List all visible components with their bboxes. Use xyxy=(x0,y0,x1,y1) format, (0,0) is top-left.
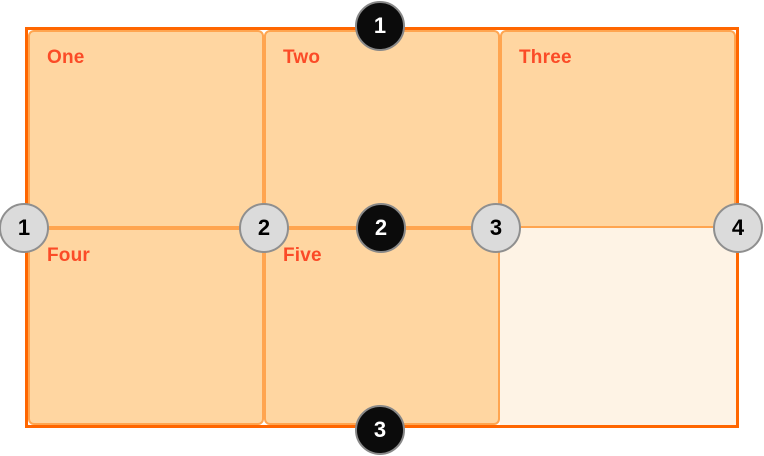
cell-label-four: Four xyxy=(47,244,91,266)
row-line-badge-2: 2 xyxy=(356,203,406,253)
grid-cell-three: Three xyxy=(500,30,736,228)
column-line-badge-2: 2 xyxy=(239,203,289,253)
column-line-badge-4: 4 xyxy=(713,203,763,253)
column-line-badge-3: 3 xyxy=(471,203,521,253)
grid-cell-four: Four xyxy=(28,227,264,425)
cell-label-one: One xyxy=(47,47,85,68)
cell-label-two: Two xyxy=(283,47,321,68)
grid-cell-two: Two xyxy=(264,30,500,228)
row-line-badge-1: 1 xyxy=(355,1,405,51)
row-line-badge-3: 3 xyxy=(355,405,405,455)
cell-label-five: Five xyxy=(283,244,322,266)
grid-cell-one: One xyxy=(28,30,264,228)
grid-cell-empty xyxy=(500,227,736,425)
grid-cell-five: Five xyxy=(264,227,500,425)
column-line-badge-1: 1 xyxy=(0,203,49,253)
cell-label-three: Three xyxy=(519,47,572,68)
